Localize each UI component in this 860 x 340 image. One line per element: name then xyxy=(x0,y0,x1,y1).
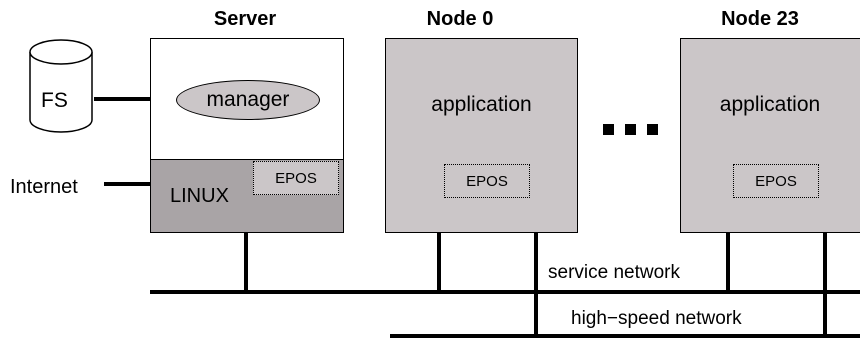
node0-epos: EPOS xyxy=(444,164,530,198)
highspeed-network-label: high−speed network xyxy=(571,308,742,329)
linux-label: LINUX xyxy=(170,185,229,207)
internet-link xyxy=(104,182,150,186)
ellipsis-dot xyxy=(647,124,658,135)
manager-label: manager xyxy=(206,88,290,111)
node0-app-label: application xyxy=(431,93,532,116)
manager-ellipse: manager xyxy=(176,80,320,120)
fs-cylinder-icon xyxy=(29,39,93,133)
server-epos: EPOS xyxy=(253,161,339,195)
fs-server-link xyxy=(94,97,150,101)
fs-label: FS xyxy=(41,89,68,112)
node23-box xyxy=(680,38,860,233)
service-network-line xyxy=(150,290,860,294)
internet-label: Internet xyxy=(10,176,78,198)
node0-box xyxy=(385,38,578,233)
node23-app-label: application xyxy=(719,93,821,116)
node23-title: Node 23 xyxy=(721,8,799,30)
node0-highspeed-link xyxy=(534,233,538,337)
server-title: Server xyxy=(213,8,277,30)
node0-service-link xyxy=(437,233,441,292)
node0-title: Node 0 xyxy=(426,8,494,30)
node23-service-link xyxy=(726,233,730,292)
highspeed-network-line xyxy=(390,334,860,338)
server-service-link xyxy=(244,233,248,292)
ellipsis-dot xyxy=(625,124,636,135)
service-network-label: service network xyxy=(548,262,680,283)
node23-highspeed-link xyxy=(823,233,827,337)
ellipsis-dot xyxy=(603,124,614,135)
node23-epos: EPOS xyxy=(733,164,819,198)
